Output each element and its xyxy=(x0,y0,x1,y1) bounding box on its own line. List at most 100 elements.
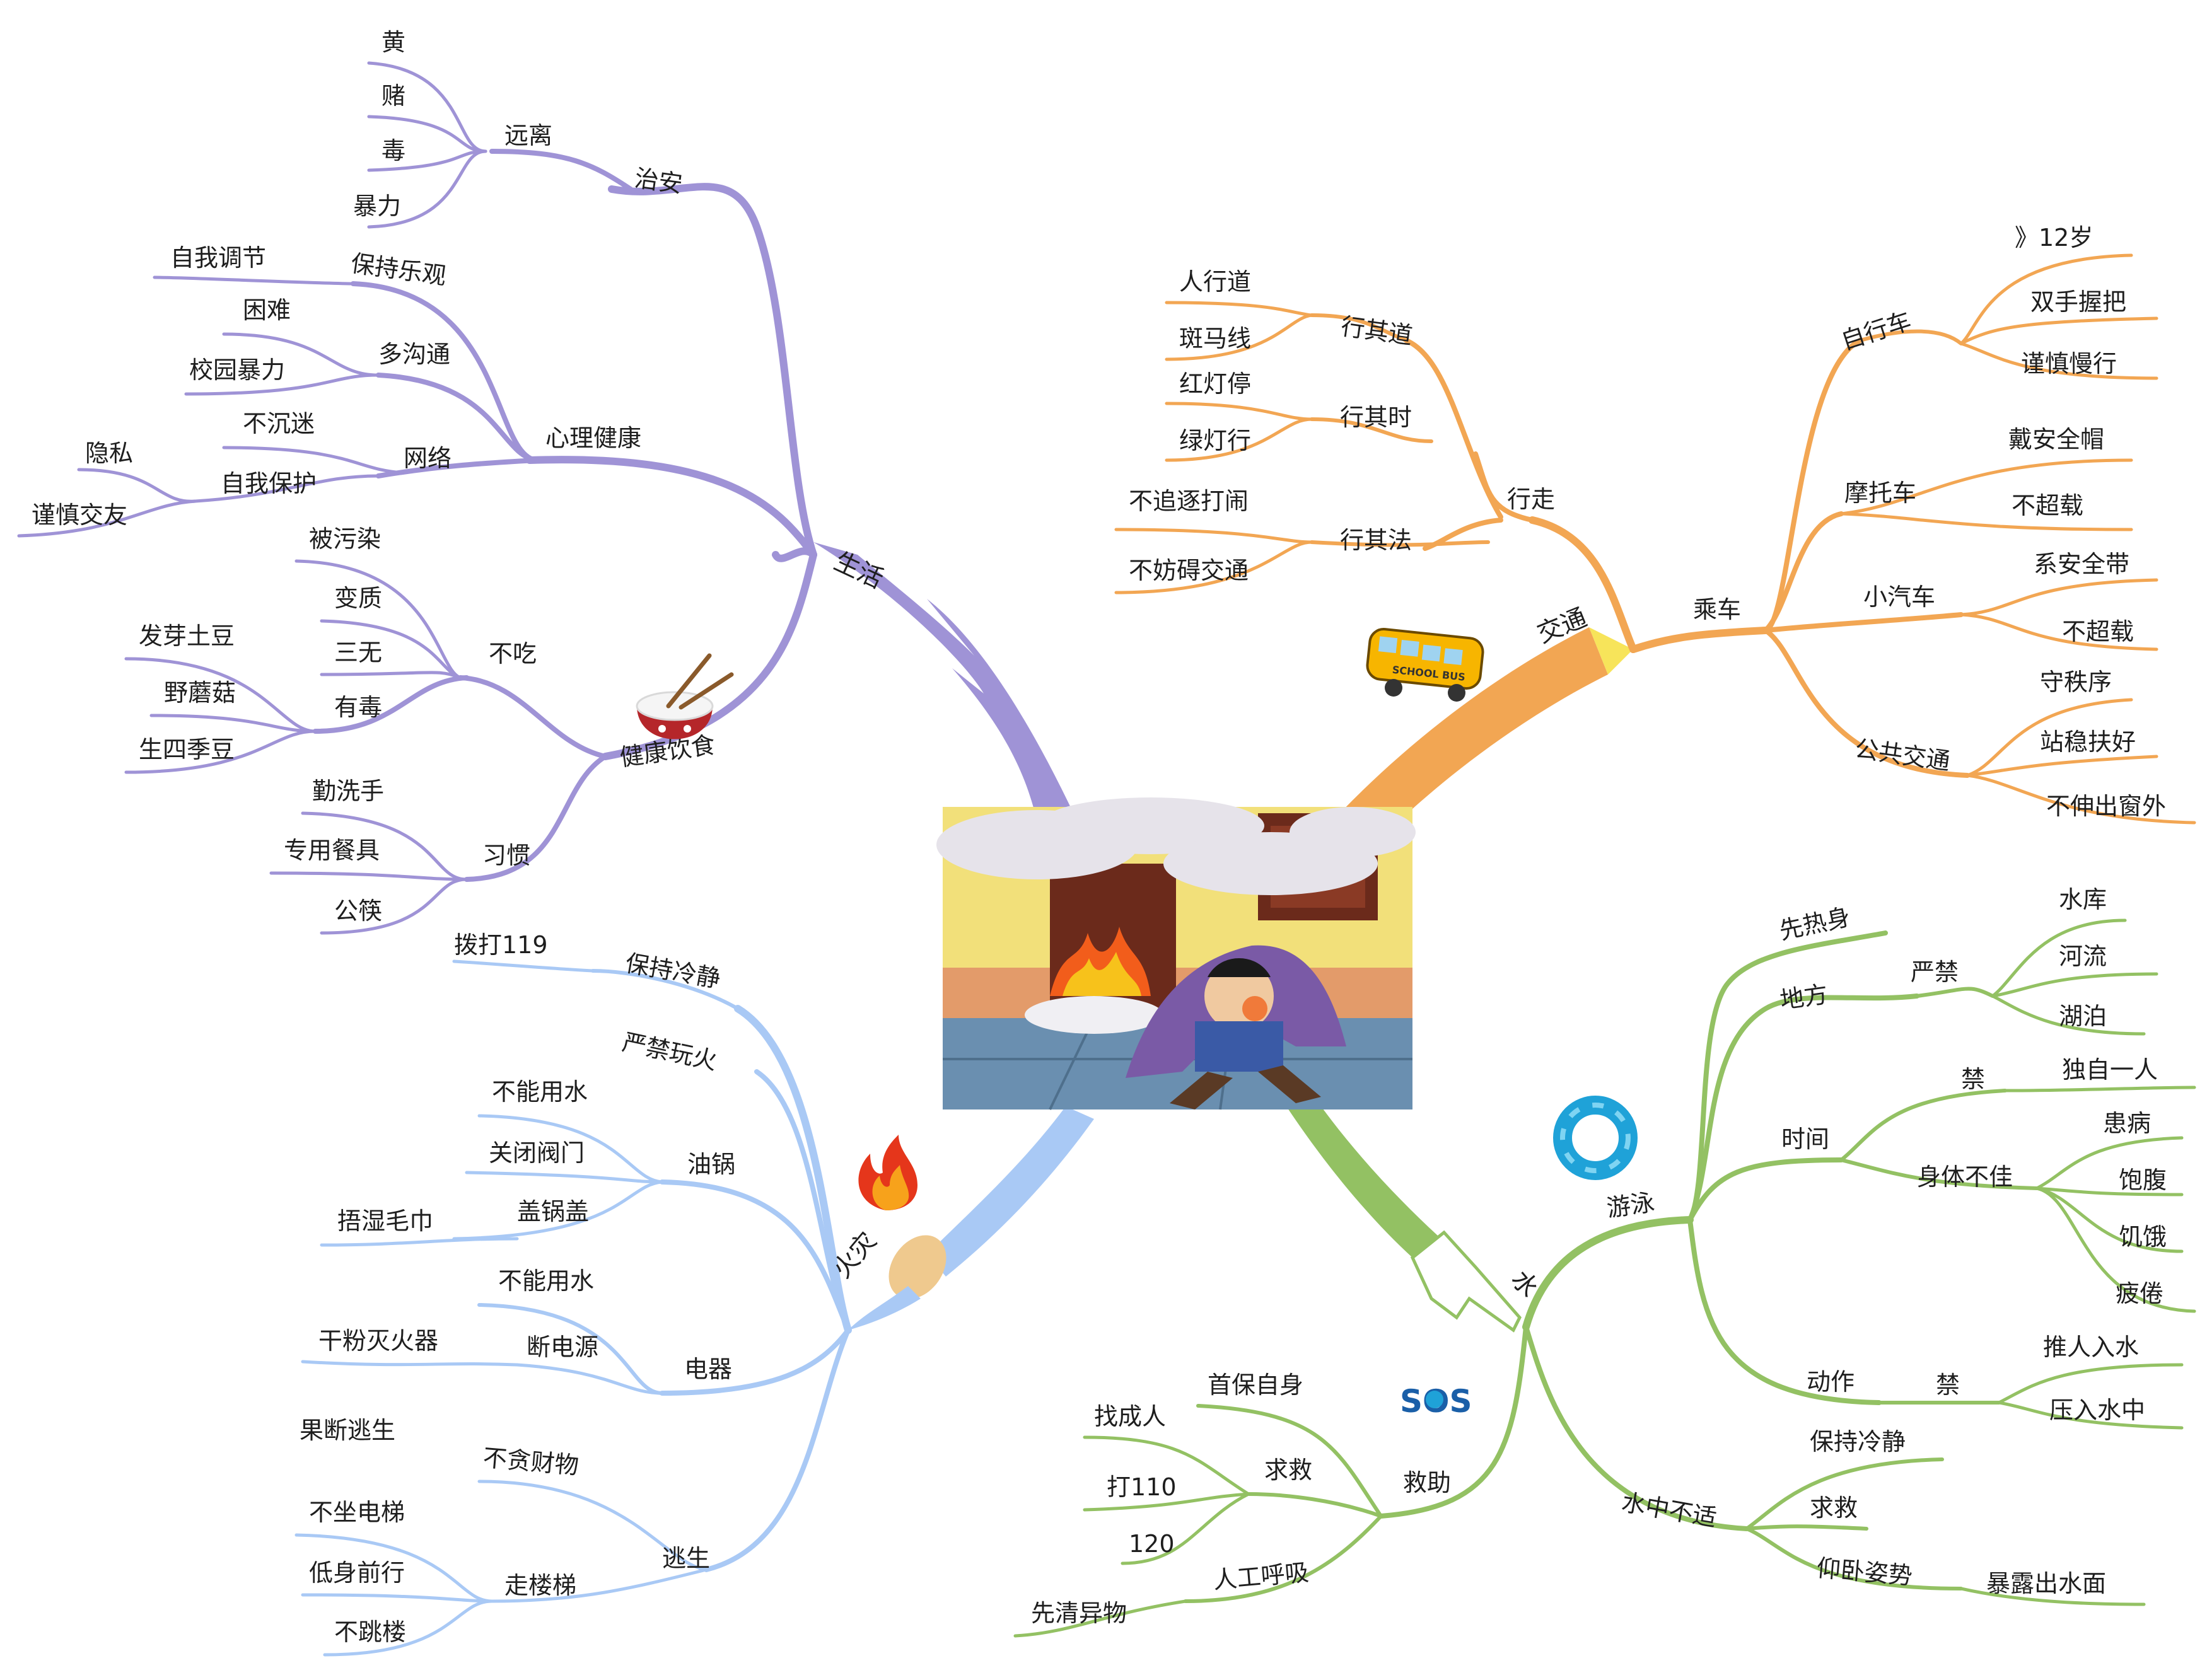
leaf-huanbing: 患病 xyxy=(2103,1109,2151,1137)
leaf-anquandai: 系安全带 xyxy=(2034,550,2129,578)
leaf-tudou: 发芽土豆 xyxy=(139,622,235,650)
leaf-huang: 黄 xyxy=(381,28,405,56)
leaf-chuangwai: 不伸出窗外 xyxy=(2046,792,2166,820)
node-qidao: 行其道 xyxy=(1339,312,1414,349)
center-illustration xyxy=(936,797,1416,1110)
leaf-fangai: 不妨碍交通 xyxy=(1129,557,1249,584)
edge-yinshi xyxy=(602,551,817,760)
leaf-heliu: 河流 xyxy=(2059,942,2107,970)
edge-xinli xyxy=(526,456,817,559)
node-dongzuo: 动作 xyxy=(1807,1368,1855,1396)
node-youdu: 有毒 xyxy=(334,693,382,721)
node-xingzou: 行走 xyxy=(1507,485,1555,513)
leaf-baofu: 饱腹 xyxy=(2119,1166,2167,1194)
node-xinli: 心理健康 xyxy=(545,424,641,452)
flame-icon xyxy=(858,1135,917,1210)
node-qishi: 行其时 xyxy=(1340,403,1412,431)
node-jin1: 禁 xyxy=(1961,1065,1985,1093)
node-motuo: 摩托车 xyxy=(1844,479,1916,507)
node-shenti: 身体不佳 xyxy=(1917,1163,2013,1191)
node-taosheng: 逃生 xyxy=(662,1544,710,1572)
leaf-guogai: 盖锅盖 xyxy=(517,1198,589,1225)
leaf-tiaojie: 自我调节 xyxy=(170,244,266,272)
leaf-guoduan: 果断逃生 xyxy=(300,1416,395,1444)
leaf-dianti: 不坐电梯 xyxy=(309,1498,405,1526)
node-lengjing: 保持冷静 xyxy=(623,949,722,994)
node-baohu: 自我保护 xyxy=(221,470,317,497)
leaf-burongshui: 不能用水 xyxy=(492,1078,588,1106)
leaf-woba: 双手握把 xyxy=(2030,288,2126,316)
node-jiuzhu: 救助 xyxy=(1403,1469,1451,1497)
leaf-110: 打110 xyxy=(1107,1473,1177,1501)
leaf-burongshui2: 不能用水 xyxy=(498,1267,594,1295)
leaf-fuhao: 站稳扶好 xyxy=(2040,728,2136,756)
leaf-renxingdao: 人行道 xyxy=(1179,268,1251,296)
leaf-12sui: 》12岁 xyxy=(2015,224,2093,252)
leaf-zhixu: 守秩序 xyxy=(2040,668,2112,696)
node-yangwo: 仰卧姿势 xyxy=(1815,1554,1913,1590)
leaf-sanwu: 三无 xyxy=(334,639,382,666)
leaf-mogu: 野蘑菇 xyxy=(164,679,236,707)
edge-zhian xyxy=(608,183,817,559)
leaf-wuran: 被污染 xyxy=(309,525,381,553)
labels-life: 生活 治安 远离 黄 赌 毒 暴力 心理健康 保持乐观 自我调节 多沟通 困难 … xyxy=(32,28,888,925)
sos-icon: SOS xyxy=(1400,1383,1472,1420)
leaf-jiaoyou: 谨慎交友 xyxy=(32,501,127,529)
node-louti: 走楼梯 xyxy=(504,1572,576,1599)
node-chengche: 乘车 xyxy=(1693,596,1741,623)
node-tancai: 不贪财物 xyxy=(482,1444,579,1480)
leaf-maojin: 捂湿毛巾 xyxy=(337,1207,433,1235)
leaf-canju: 专用餐具 xyxy=(284,837,380,864)
leaf-xiaoyuan: 校园暴力 xyxy=(189,356,285,384)
leaf-du: 赌 xyxy=(381,82,405,110)
node-yanjin: 严禁 xyxy=(1911,958,1959,986)
labels-water: 水 游泳 先热身 地方 严禁 水库 河流 湖泊 时间 禁 独自一人 身体不佳 患… xyxy=(1031,886,2167,1627)
node-youguo: 油锅 xyxy=(687,1150,735,1178)
node-qiche: 小汽车 xyxy=(1863,583,1935,611)
leaf-yaru: 压入水中 xyxy=(2049,1396,2145,1424)
node-yuanli: 远离 xyxy=(504,122,552,149)
leaf-baolu: 暴露出水面 xyxy=(1986,1570,2106,1597)
main-branch-water xyxy=(1286,1106,1438,1258)
leaf-119: 拨打119 xyxy=(454,931,548,959)
leaf-chenmi: 不沉迷 xyxy=(243,410,315,437)
leaf-duzi: 独自一人 xyxy=(2062,1056,2158,1084)
node-wanhuo: 严禁玩火 xyxy=(620,1028,719,1075)
leaf-jie: 饥饿 xyxy=(2119,1223,2167,1251)
leaf-famen: 关闭阀门 xyxy=(489,1139,585,1167)
leaf-kunnan: 困难 xyxy=(243,296,291,324)
brush-handle-fire xyxy=(888,1235,946,1299)
node-goutong: 多沟通 xyxy=(378,340,450,368)
node-gongjiao: 公共交通 xyxy=(1853,734,1952,775)
labels-fire: 火灾 保持冷静 拨打119 严禁玩火 油锅 不能用水 关闭阀门 盖锅盖 捂湿毛巾… xyxy=(300,931,882,1646)
node-wangluo: 网络 xyxy=(404,444,451,472)
swim-ring-icon xyxy=(1553,1096,1638,1180)
leaf-anquanmao: 戴安全帽 xyxy=(2008,426,2104,453)
leaf-yinsi: 隐私 xyxy=(85,439,133,467)
node-qifa: 行其法 xyxy=(1340,526,1412,554)
leaf-doudou: 生四季豆 xyxy=(139,736,235,763)
node-shijian: 时间 xyxy=(1781,1125,1829,1153)
labels-traffic: 交通 行走 行其道 人行道 斑马线 行其时 红灯停 绿灯行 行其法 不追逐打闹 … xyxy=(1129,224,2166,820)
pencil-tip-traffic xyxy=(1589,627,1633,675)
node-buzhi: 水中不适 xyxy=(1619,1488,1718,1532)
school-bus-icon: SCHOOL BUS xyxy=(1366,627,1484,702)
main-branch-shapes xyxy=(813,542,1633,1333)
leaf-xishou: 勤洗手 xyxy=(312,777,384,805)
brush-tip-fire xyxy=(848,1286,921,1330)
leaf-bianzhi: 变质 xyxy=(334,584,382,612)
leaf-baoli: 暴力 xyxy=(353,192,401,220)
node-qiujiu: 求救 xyxy=(1264,1456,1312,1484)
rice-bowl-icon xyxy=(636,653,734,739)
leaf-manxing: 谨慎慢行 xyxy=(2021,350,2117,378)
leaf-zhuizhu: 不追逐打闹 xyxy=(1129,487,1249,515)
branch-group-water xyxy=(1013,918,2196,1638)
branch-group-life xyxy=(17,61,817,935)
leaf-lengjing2: 保持冷静 xyxy=(1810,1428,1906,1456)
branch-group-fire xyxy=(294,959,852,1657)
leaf-buchaozai: 不超载 xyxy=(2012,492,2083,519)
node-zixingche: 自行车 xyxy=(1837,306,1914,355)
node-buchi: 不吃 xyxy=(489,640,537,668)
node-difang: 地方 xyxy=(1778,980,1829,1014)
